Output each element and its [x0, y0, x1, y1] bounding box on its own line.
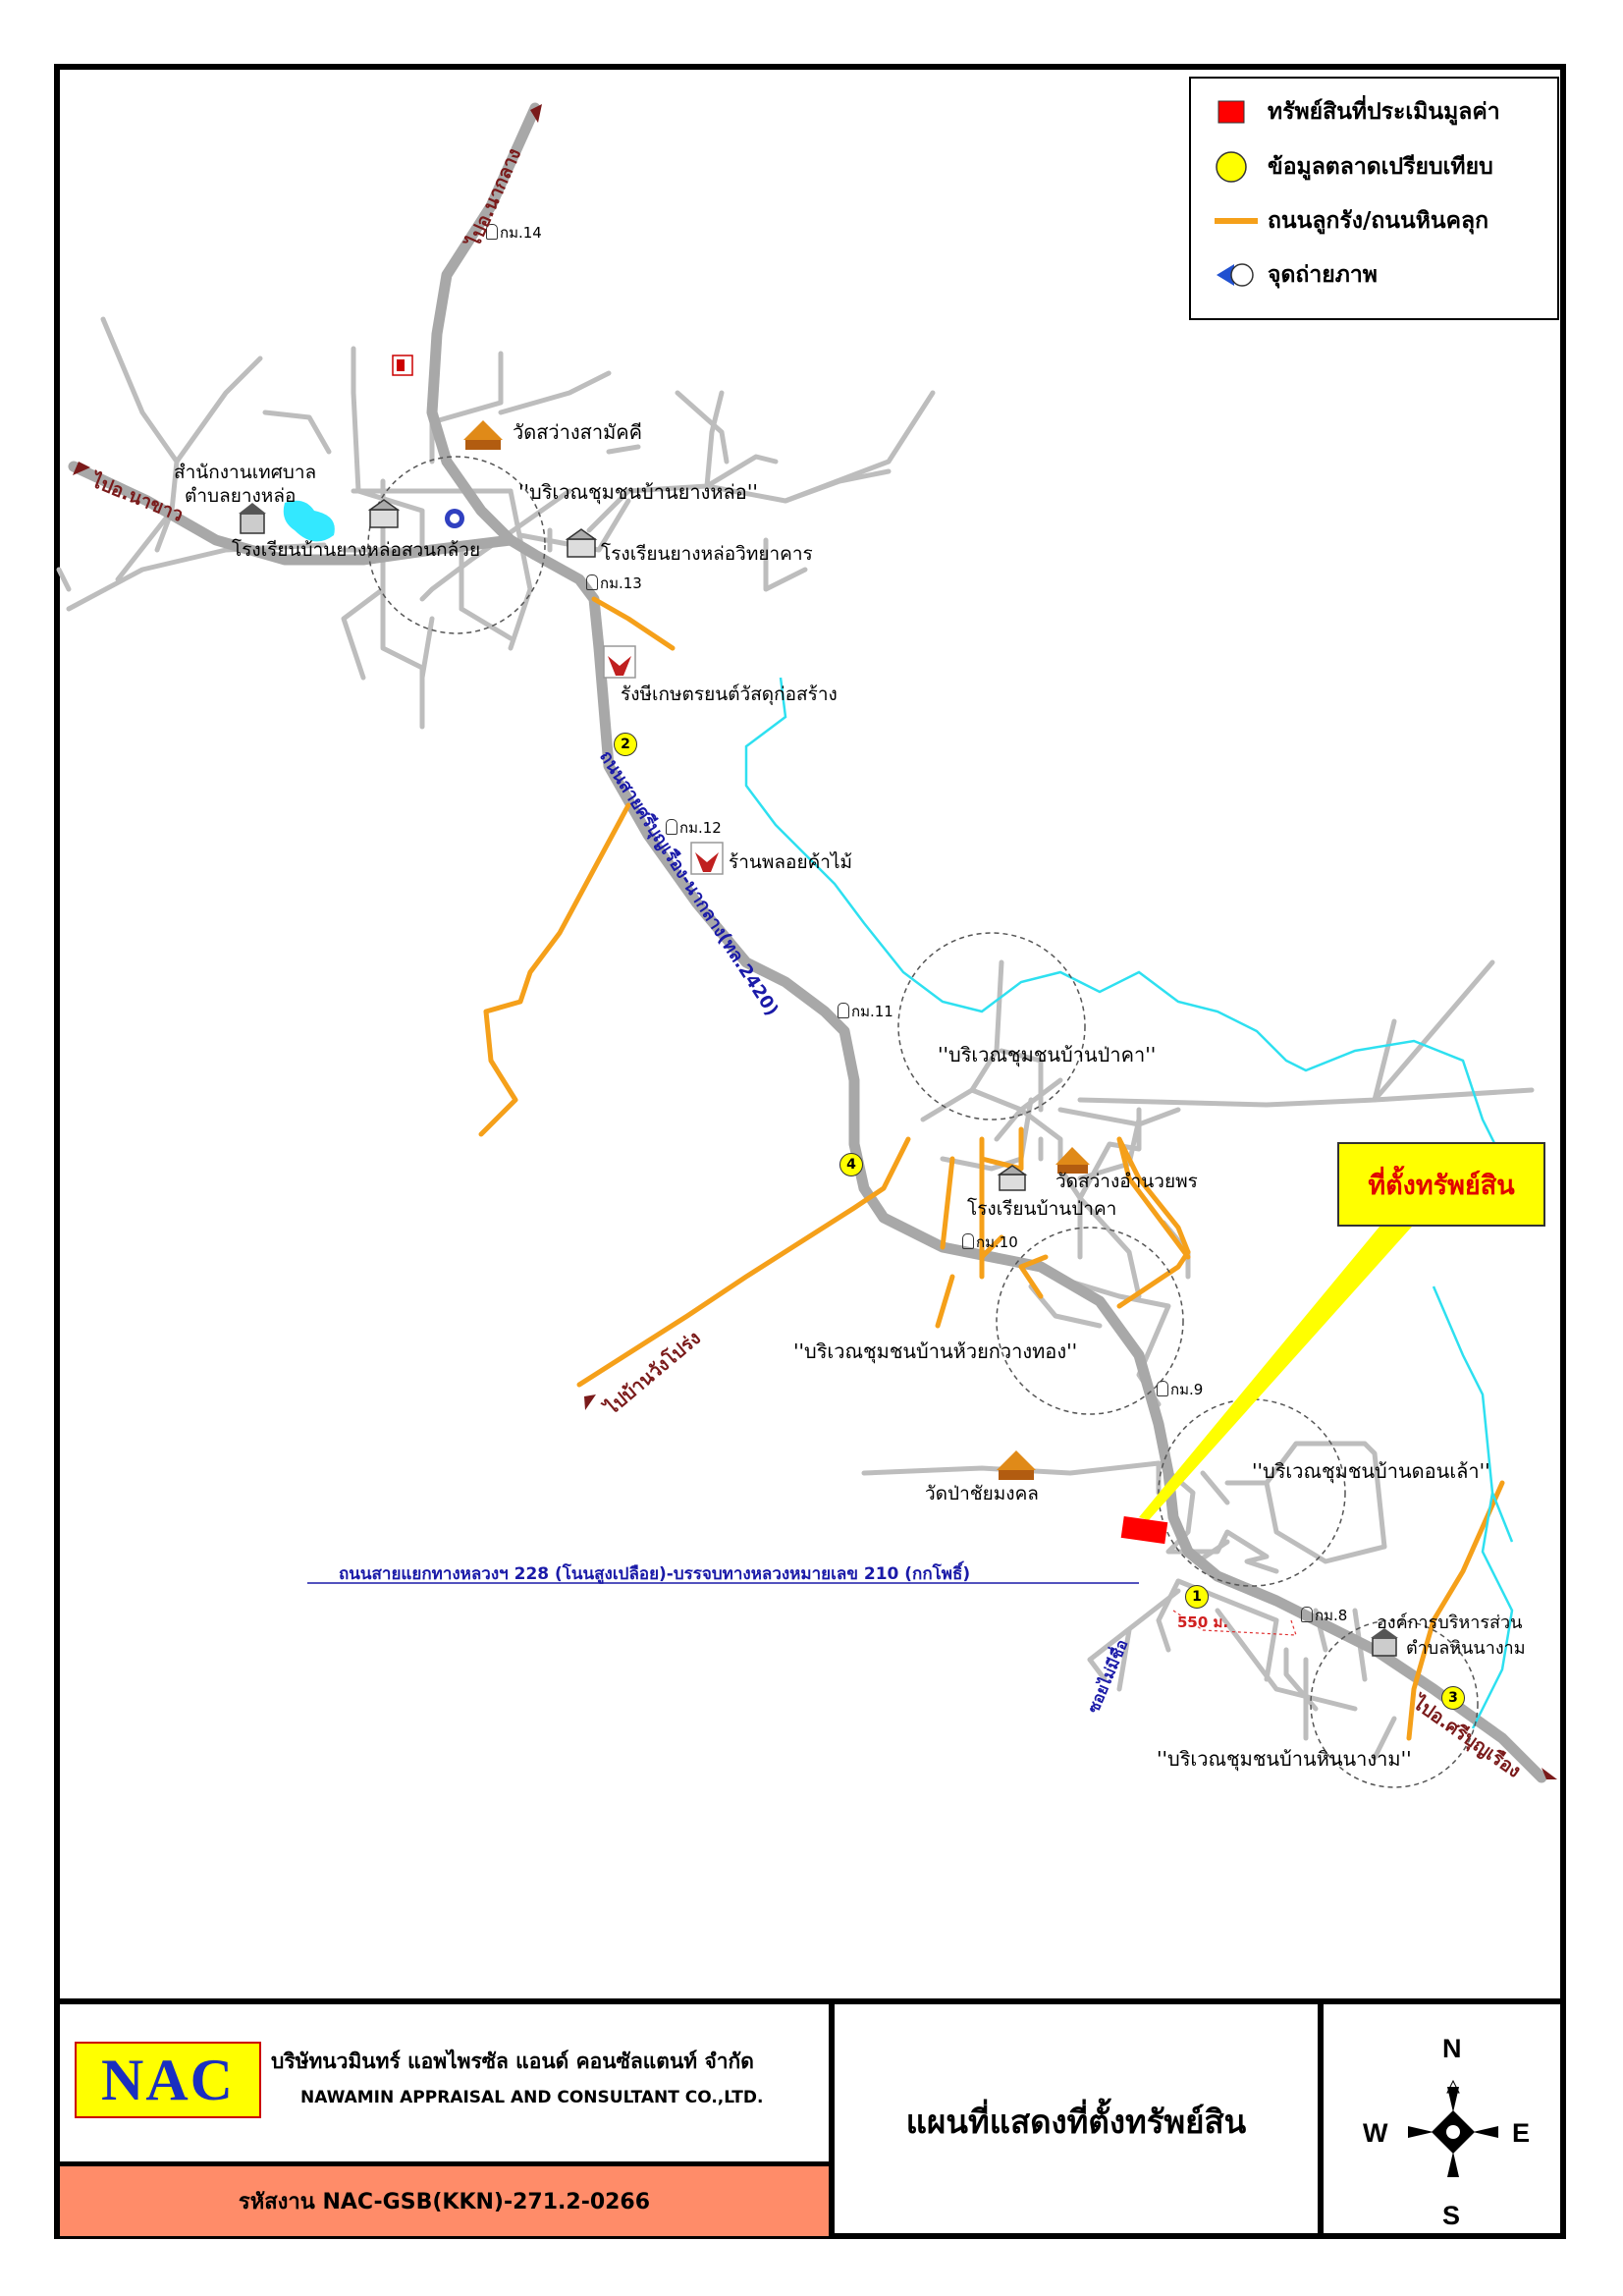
label-community-pa-kha: ''บริเวณชุมชนบ้านป่าคา'': [938, 1043, 1157, 1066]
km-post-icon: [962, 1233, 974, 1249]
logo-text: NAC: [101, 2047, 235, 2112]
shop-eagle-icon: [603, 645, 636, 679]
label-community-huai-kwang-thong: ''บริเวณชุมชนบ้านห้วยกวางทอง'': [793, 1339, 1078, 1363]
footer-divider: [57, 1998, 1563, 2004]
label-municipal-office: สำนักงานเทศบาล: [174, 462, 317, 483]
main-roads: [68, 102, 1547, 1783]
map-title-text: แผนที่แสดงที่ตั้งทรัพย์สิน: [905, 2103, 1247, 2141]
km-post-icon: [666, 819, 677, 835]
temple-icon: [997, 1450, 1036, 1480]
label-wat-pa-chai-mongkhon: วัดป่าชัยมงคล: [925, 1483, 1039, 1504]
label-sao-office: องค์การบริหารส่วน: [1377, 1613, 1523, 1633]
km-post-icon: [586, 574, 598, 590]
km-marker-12: กม.12: [666, 816, 722, 840]
job-code-text: รหัสงาน NAC-GSB(KKN)-271.2-0266: [238, 2190, 651, 2214]
orange-line-icon: [1215, 218, 1258, 224]
company-name-en: NAWAMIN APPRAISAL AND CONSULTANT CO.,LTD…: [300, 2088, 764, 2107]
km-marker-10: กม.10: [962, 1230, 1018, 1254]
company-name-th: บริษัทนวมินทร์ แอพไพรซัล แอนด์ คอนซัลแตน…: [271, 2050, 754, 2073]
km-label: กม.8: [1315, 1607, 1348, 1624]
red-square-icon: [1217, 100, 1245, 124]
distance-label: 550 ม.: [1177, 1613, 1229, 1631]
legend: ทรัพย์สินที่ประเมินมูลค่า ข้อมูลตลาดเปรี…: [1189, 77, 1559, 320]
rivers: [744, 677, 1514, 1729]
police-icon: [445, 509, 464, 528]
km-post-icon: [1301, 1607, 1313, 1622]
km-label: กม.14: [500, 224, 542, 242]
comparison-marker-1[interactable]: 1: [1185, 1585, 1209, 1609]
school-icon: [367, 499, 401, 528]
comparison-marker-2[interactable]: 2: [614, 733, 637, 756]
km-marker-9: กม.9: [1157, 1378, 1203, 1401]
km-marker-13: กม.13: [586, 572, 642, 595]
label-sao-office-2: ตำบลหินนางาม: [1406, 1638, 1526, 1659]
km-marker-14: กม.14: [486, 221, 542, 245]
km-label: กม.9: [1170, 1381, 1204, 1398]
footer-separator: [1318, 1998, 1324, 2239]
label-school-yang-lo-suan-kluai: โรงเรียนบ้านยางหล่อสวนกล้วย: [232, 539, 481, 561]
pond: [283, 500, 335, 542]
label-school-yang-lo-witthayakhan: โรงเรียนยางหล่อวิทยาคาร: [601, 543, 813, 565]
subject-property-marker[interactable]: [1120, 1516, 1168, 1545]
label-ploi-shop: ร้านพลอยค้าไม้: [729, 851, 853, 873]
label-rangsi-shop: รังษีเกษตรยนต์วัสดุก่อสร้าง: [621, 683, 838, 705]
legend-label: ทรัพย์สินที่ประเมินมูลค่า: [1268, 99, 1500, 125]
dirt-roads: [478, 596, 1505, 1741]
shop-eagle-icon: [690, 842, 724, 875]
school-icon: [565, 528, 598, 558]
legend-label: ข้อมูลตลาดเปรียบเทียบ: [1268, 154, 1493, 180]
compass-north: N: [1442, 2034, 1462, 2063]
company-block: NAC บริษัทนวมินทร์ แอพไพรซัล แอนด์ คอนซั…: [60, 2004, 829, 2161]
label-wat-sawang-amnuai: วัดสว่างอำนวยพร: [1055, 1171, 1198, 1192]
direction-arrows: [73, 104, 1557, 1779]
government-office-icon: [239, 503, 266, 534]
km-label: กม.11: [851, 1003, 893, 1020]
label-wat-sawang-samakkhi: วัดสว่างสามัคคี: [513, 420, 643, 444]
legend-label: จุดถ่ายภาพ: [1268, 262, 1378, 288]
gas-station-icon: [392, 355, 413, 376]
label-municipal-office-2: ตำบลยางหล่อ: [185, 485, 297, 507]
minor-roads: [56, 316, 1535, 1761]
km-label: กม.12: [679, 819, 722, 837]
map-frame: [54, 64, 1566, 2239]
map-title: แผนที่แสดงที่ตั้งทรัพย์สิน: [835, 2004, 1318, 2239]
label-community-hin-na-ngam: ''บริเวณชุมชนบ้านหินนางาม'': [1157, 1747, 1412, 1771]
temple-icon: [1055, 1147, 1090, 1174]
km-post-icon: [486, 224, 498, 240]
compass-rose: N S E W: [1324, 2004, 1563, 2239]
label-school-pa-kha: โรงเรียนบ้านป่าคา: [967, 1198, 1117, 1220]
km-post-icon: [838, 1003, 849, 1018]
compass-east: E: [1512, 2118, 1531, 2148]
temple-icon: [463, 420, 503, 450]
compass-south: S: [1442, 2201, 1461, 2230]
school-icon: [997, 1165, 1028, 1191]
yellow-circle-icon: [1216, 151, 1247, 183]
km-post-icon: [1157, 1381, 1168, 1396]
compass-icon: [1408, 2079, 1498, 2177]
cross-road-name: ถนนสายแยกทางหลวงฯ 228 (โนนสูงเปลือย)-บรร…: [339, 1564, 971, 1584]
camera-viewpoint-icon: [1217, 263, 1254, 287]
comparison-marker-4[interactable]: 4: [839, 1153, 863, 1176]
compass-west: W: [1363, 2118, 1388, 2148]
legend-label: ถนนลูกรัง/ถนนหินคลุก: [1268, 208, 1489, 234]
km-marker-11: กม.11: [838, 1000, 893, 1023]
job-code: รหัสงาน NAC-GSB(KKN)-271.2-0266: [60, 2161, 829, 2236]
km-label: กม.13: [600, 574, 642, 592]
nac-logo: NAC: [75, 2042, 261, 2118]
distance-line: [1172, 1610, 1297, 1636]
km-label: กม.10: [976, 1233, 1018, 1251]
label-community-yang-lo: ''บริเวณชุมชนบ้านยางหล่อ'': [518, 480, 758, 504]
footer-separator: [829, 1998, 835, 2239]
government-office-icon: [1371, 1628, 1398, 1657]
km-marker-8: กม.8: [1301, 1604, 1347, 1627]
property-location-callout: ที่ตั้งทรัพย์สิน: [1337, 1142, 1545, 1227]
label-community-don-lao: ''บริเวณชุมชนบ้านดอนเล้า'': [1252, 1459, 1490, 1483]
callout-pointer: [1139, 1227, 1412, 1520]
community-circles: [367, 456, 1479, 1788]
comparison-marker-3[interactable]: 3: [1441, 1686, 1465, 1710]
